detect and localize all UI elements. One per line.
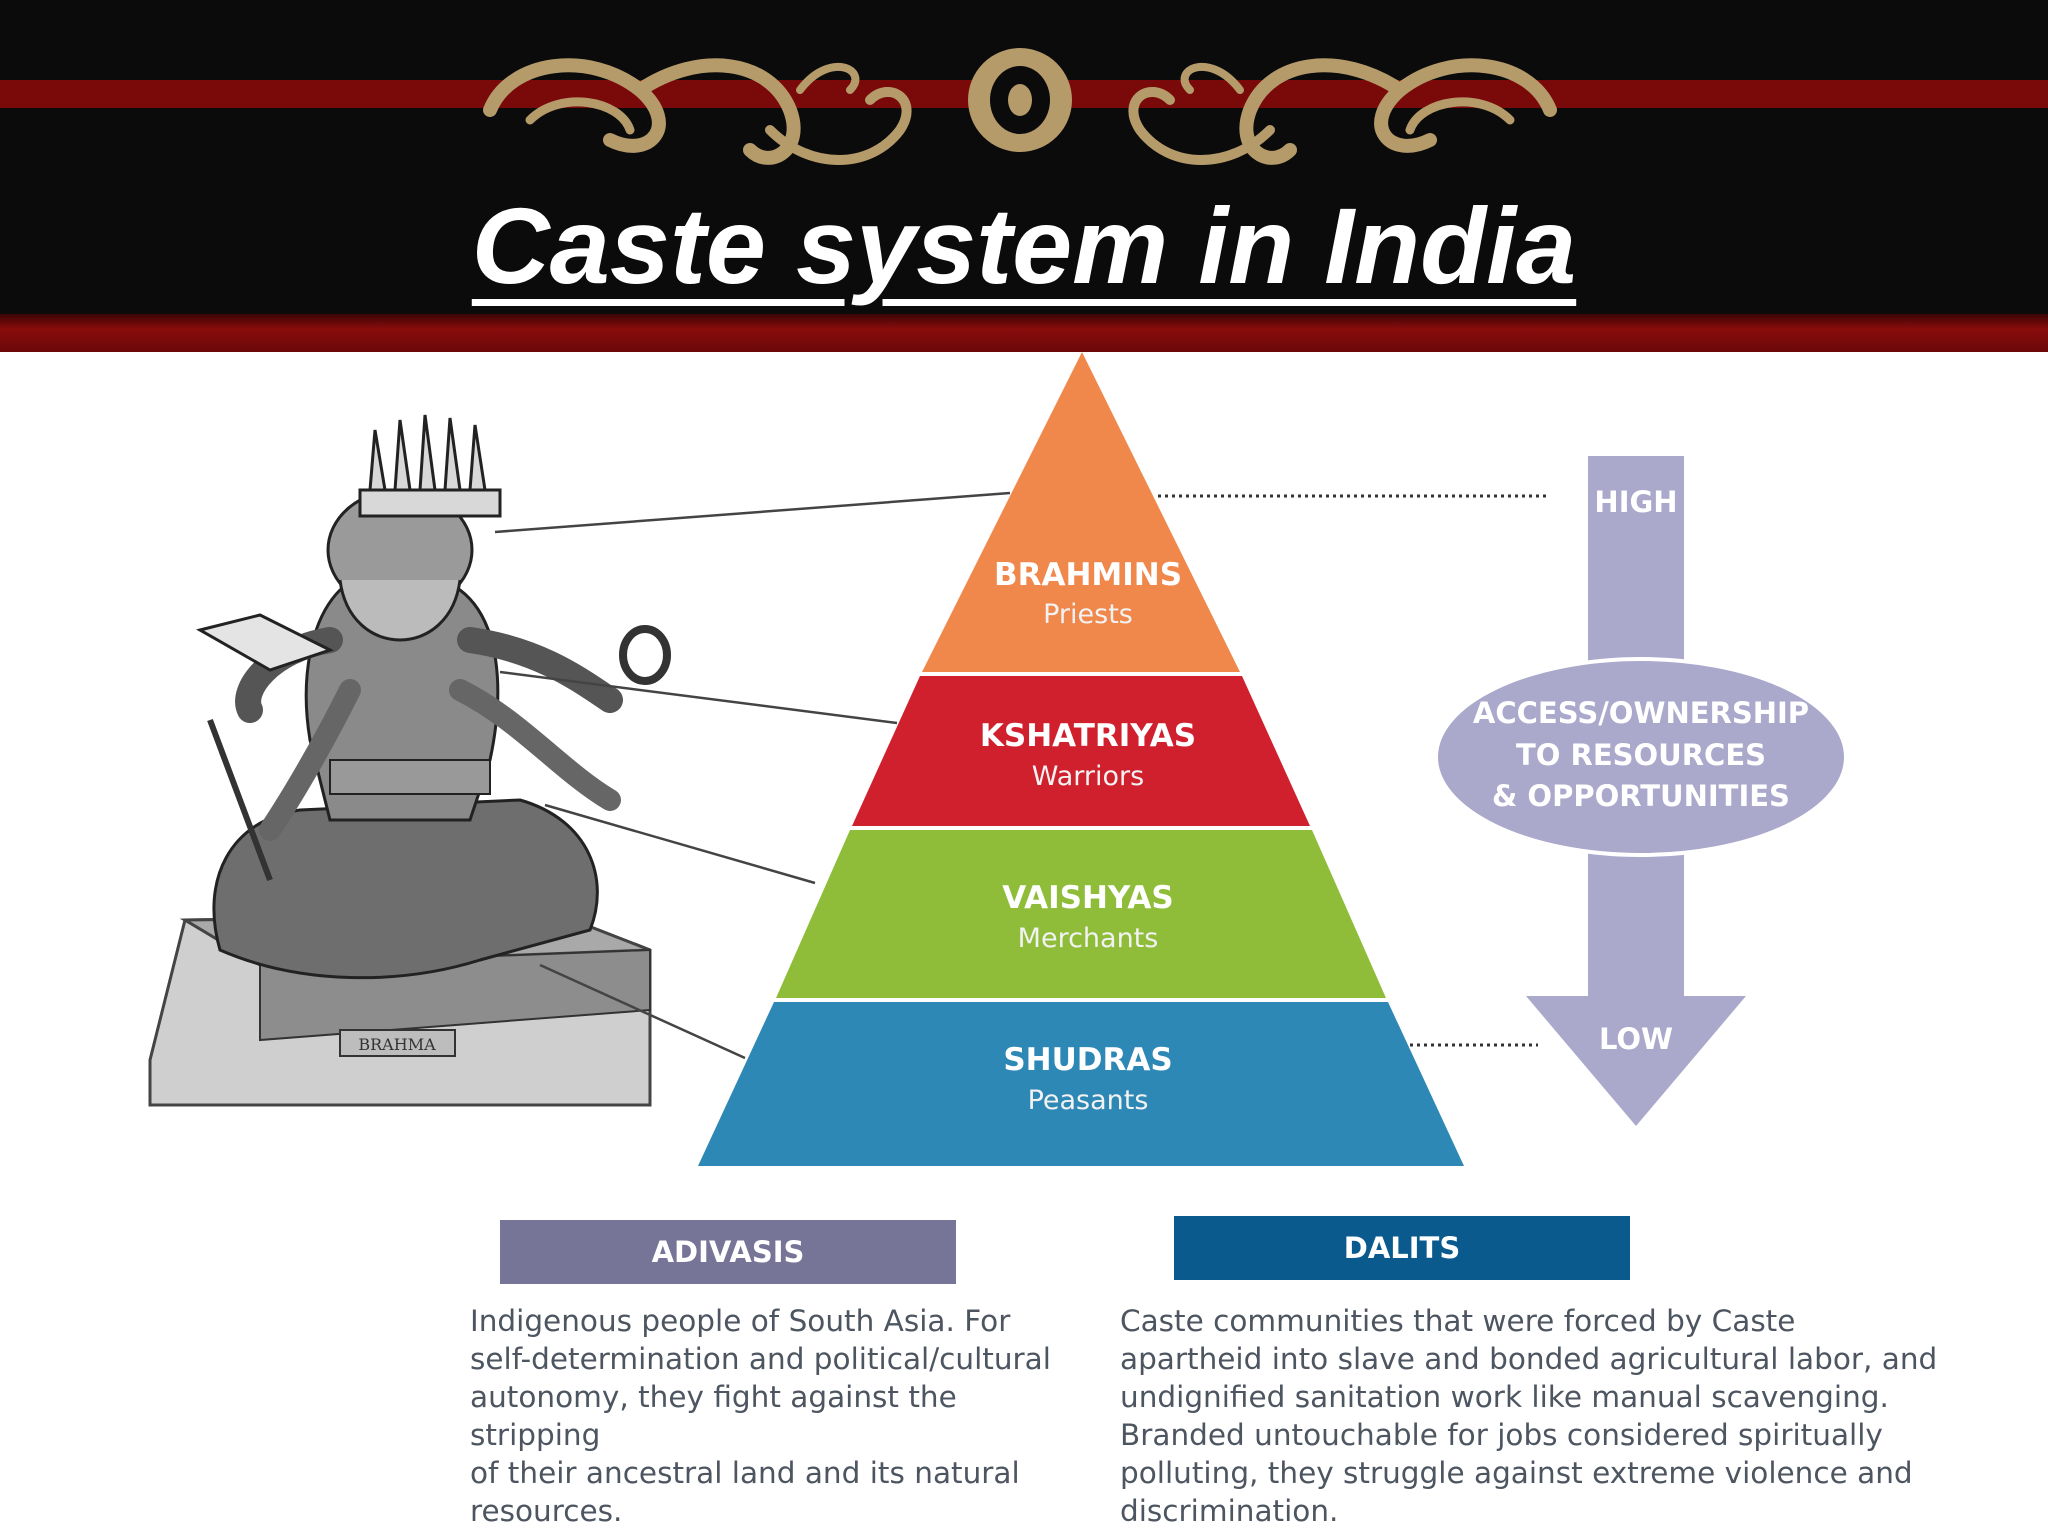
plinth-plaque <box>339 1029 456 1057</box>
low-label: LOW <box>1599 1022 1673 1056</box>
slide-title: Caste system in India <box>471 185 1577 306</box>
tier-name-vaishyas: VAISHYAS <box>1002 880 1173 916</box>
statue-connector-lines <box>494 491 1011 1060</box>
tier-role-peasants: Peasants <box>1028 1085 1149 1116</box>
tier-vaishyas <box>776 830 1386 998</box>
dalits-header: DALITS <box>1174 1216 1630 1280</box>
tier-brahmins <box>922 352 1240 672</box>
tier-role-priests: Priests <box>1043 599 1133 630</box>
tier-shudras <box>698 1002 1464 1166</box>
header-bottom-stripe <box>0 314 2048 352</box>
ornament-flourish <box>483 48 1557 165</box>
adivasis-desc-line: self-determination and political/cultura… <box>470 1342 1051 1376</box>
adivasis-desc-line: Indigenous people of South Asia. For <box>470 1304 1011 1338</box>
tier-name-kshatriyas: KSHATRIYAS <box>980 718 1196 754</box>
high-label: HIGH <box>1594 485 1677 519</box>
plinth-label: BRAHMA <box>358 1035 436 1054</box>
adivasis-description: Indigenous people of South Asia. For sel… <box>470 1302 1090 1530</box>
tier-name-brahmins: BRAHMINS <box>994 557 1182 593</box>
adivasis-desc-line: of their ancestral land and its natural <box>470 1456 1020 1490</box>
caste-diagram: BRAHMA <box>148 352 1848 1166</box>
dalits-desc-line: polluting, they struggle against extreme… <box>1120 1456 1913 1490</box>
adivasis-desc-line: resources. <box>470 1494 623 1528</box>
caste-pyramid: BRAHMINS Priests KSHATRIYAS Warriors VAI… <box>698 352 1464 1166</box>
tier-name-shudras: SHUDRAS <box>1003 1042 1172 1078</box>
ellipse-line-3: & OPPORTUNITIES <box>1492 779 1790 813</box>
adivasis-header: ADIVASIS <box>500 1220 956 1284</box>
access-arrow: HIGH LOW ACCESS/OWNERSHIP TO RESOURCES &… <box>1434 456 1848 1126</box>
dalits-desc-line: apartheid into slave and bonded agricult… <box>1120 1342 1938 1376</box>
adivasis-desc-line: autonomy, they fight against the strippi… <box>470 1380 957 1452</box>
tier-kshatriyas <box>852 676 1310 826</box>
slide-header: Caste system in India <box>0 0 2048 352</box>
dalits-desc-line: discrimination. <box>1120 1494 1339 1528</box>
tier-role-warriors: Warriors <box>1032 761 1144 792</box>
ellipse-line-2: TO RESOURCES <box>1516 738 1766 772</box>
brahma-statue-illustration: BRAHMA <box>148 414 671 1107</box>
dalits-desc-line: undignified sanitation work like manual … <box>1120 1380 1889 1414</box>
dalits-description: Caste communities that were forced by Ca… <box>1120 1302 2040 1530</box>
tier-role-merchants: Merchants <box>1018 923 1159 954</box>
dalits-desc-line: Branded untouchable for jobs considered … <box>1120 1418 1883 1452</box>
ellipse-line-1: ACCESS/OWNERSHIP <box>1473 696 1809 730</box>
dalits-desc-line: Caste communities that were forced by Ca… <box>1120 1304 1796 1338</box>
